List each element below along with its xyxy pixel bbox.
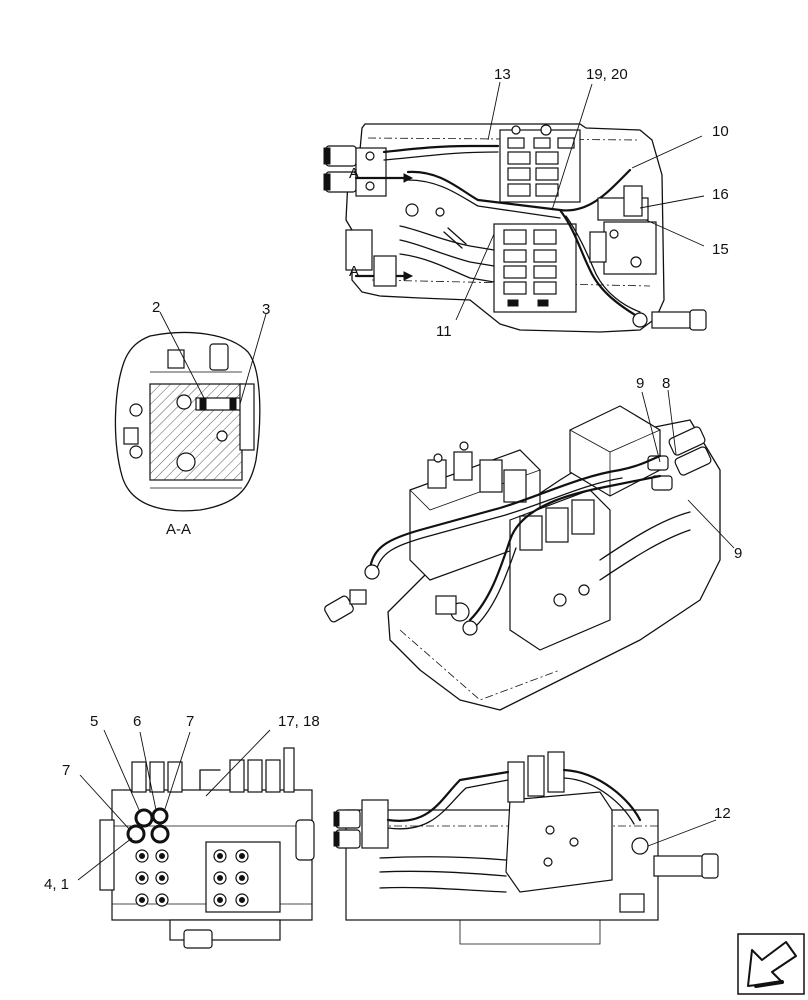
callout-17-18: 17, 18 — [278, 713, 320, 730]
callout-4-1: 4, 1 — [44, 876, 69, 893]
side-view — [333, 751, 719, 945]
callout-15: 15 — [712, 241, 729, 258]
callout-9-bottom: 9 — [734, 545, 742, 562]
callout-10: 10 — [712, 123, 729, 140]
next-page-arrow-icon[interactable] — [737, 933, 805, 995]
callout-2: 2 — [152, 299, 160, 316]
section-a-a-detail — [114, 311, 267, 512]
callout-3: 3 — [262, 301, 270, 318]
callout-16: 16 — [712, 186, 729, 203]
callout-6: 6 — [133, 713, 141, 730]
callout-12: 12 — [714, 805, 731, 822]
callout-13: 13 — [494, 66, 511, 83]
section-marker-a-top: A — [349, 165, 359, 182]
callout-8: 8 — [662, 375, 670, 392]
callout-7-left: 7 — [62, 762, 70, 779]
front-view — [77, 729, 315, 949]
section-marker-a-bottom: A — [349, 263, 359, 280]
callout-19-20: 19, 20 — [586, 66, 628, 83]
section-label-a-a: A-A — [166, 521, 191, 538]
callout-11: 11 — [436, 323, 452, 340]
top-plan-view — [323, 81, 707, 333]
callout-5: 5 — [90, 713, 98, 730]
callout-9-top: 9 — [636, 375, 644, 392]
callout-7-right: 7 — [186, 713, 194, 730]
isometric-view — [324, 389, 735, 711]
